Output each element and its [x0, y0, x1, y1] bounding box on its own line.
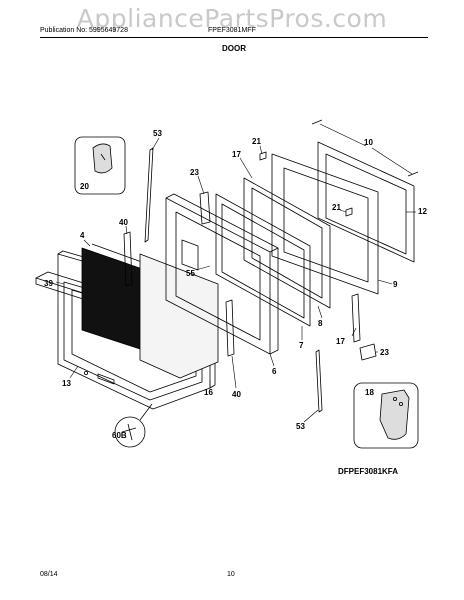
leader-17b — [351, 327, 357, 337]
callout-23b: 23 — [380, 348, 389, 357]
callout-39: 39 — [44, 279, 53, 288]
callout-40b: 40 — [232, 390, 241, 399]
callout-10: 10 — [364, 138, 373, 147]
callout-21a: 21 — [252, 137, 261, 146]
leader-17a — [239, 157, 253, 179]
leader-6 — [269, 353, 275, 367]
part-12-door-back — [317, 141, 415, 263]
leader-53a — [151, 137, 160, 151]
callout-12: 12 — [418, 207, 427, 216]
leader-39 — [55, 281, 65, 285]
callout-40a: 40 — [119, 218, 128, 227]
part-23-bracket-lower — [359, 343, 377, 361]
callout-8: 8 — [318, 319, 323, 328]
part-9-inner-liner — [271, 153, 379, 295]
page-number: 10 — [227, 571, 235, 578]
callout-53a: 53 — [153, 129, 162, 138]
callout-13: 13 — [62, 379, 71, 388]
callout-7: 7 — [299, 341, 304, 350]
leader-40a — [125, 225, 128, 235]
publication-number: Publication No: 5995649728 — [40, 27, 128, 34]
part-18-hole-a — [392, 396, 397, 401]
callout-53b: 53 — [296, 422, 305, 431]
part-13-badge — [97, 373, 115, 385]
leader-40b — [231, 355, 237, 389]
leader-21b — [339, 209, 347, 213]
part-60b-screw — [121, 423, 137, 441]
part-53-strip-upper — [144, 147, 154, 243]
part-18-hole-b — [398, 401, 403, 406]
part-23-bracket-upper — [199, 191, 211, 225]
leader-55 — [195, 265, 211, 271]
callout-60b: 60B — [112, 431, 127, 440]
leader-21a — [259, 145, 263, 155]
watermark: AppliancePartsPros.com — [76, 4, 388, 33]
part-12-door-back-inner — [325, 153, 407, 255]
part-9-liner-window — [283, 167, 369, 283]
header-rule — [40, 37, 428, 38]
callout-17b: 17 — [336, 337, 345, 346]
part-8-gasket-frame — [243, 177, 331, 309]
part-60b-circle — [114, 416, 146, 448]
part-10-screw-right — [407, 171, 419, 177]
part-40-channel-right — [225, 299, 235, 357]
leader-13 — [69, 365, 79, 379]
callout-55: 55 — [186, 269, 195, 278]
inset-box-20 — [74, 136, 126, 195]
part-60b-pointer — [139, 403, 153, 421]
part-20-bracket — [92, 143, 113, 174]
inset-box-18 — [353, 382, 419, 449]
callout-21b: 21 — [332, 203, 341, 212]
part-55-latch — [181, 239, 199, 271]
part-7-glass-inner — [221, 203, 305, 319]
part-20-detail — [100, 153, 106, 161]
leader-53b — [303, 409, 319, 423]
part-40-channel-left — [123, 231, 133, 287]
leader-9 — [377, 279, 393, 285]
part-8-gasket-inner — [251, 187, 323, 299]
part-21-screw-lower — [345, 207, 353, 217]
leader-4 — [83, 239, 91, 247]
callout-9: 9 — [393, 280, 398, 289]
leader-8 — [317, 305, 323, 319]
model-number: FPEF3081MFF — [208, 27, 256, 34]
part-6-inner-frame-lip — [165, 193, 279, 355]
part-53-strip-lower — [315, 349, 323, 413]
section-title: DOOR — [222, 44, 246, 53]
leader-23a — [197, 175, 205, 195]
leader-10 — [319, 123, 413, 175]
part-7-glass-panel — [215, 193, 311, 327]
part-13-screw — [84, 370, 89, 375]
part-16-insulation — [139, 253, 219, 379]
part-10-screw-left — [311, 119, 323, 125]
callout-4: 4 — [80, 231, 85, 240]
callout-17a: 17 — [232, 150, 241, 159]
diagram-code: DFPEF3081KFA — [338, 467, 399, 476]
part-17-channel — [351, 293, 361, 343]
part-21-screw-upper — [259, 151, 267, 161]
callout-23a: 23 — [190, 168, 199, 177]
callout-6: 6 — [272, 367, 277, 376]
callout-16: 16 — [204, 388, 213, 397]
footer-date: 08/14 — [40, 571, 58, 578]
part-6-inner-frame-window — [175, 211, 261, 341]
callout-20: 20 — [80, 182, 89, 191]
callout-18: 18 — [365, 388, 374, 397]
